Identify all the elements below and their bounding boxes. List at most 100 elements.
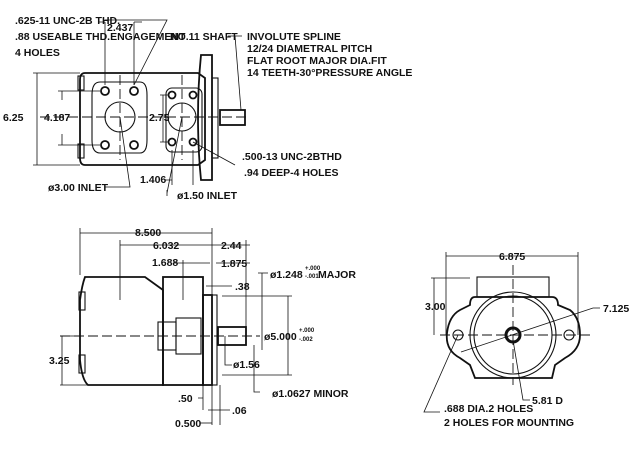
dim-244: 2.44 (221, 240, 242, 252)
dim-8500-line (79, 228, 213, 425)
pilot-line (222, 295, 292, 376)
dim-2437-line (98, 21, 142, 85)
note-line: -.002 (299, 337, 313, 343)
inlet-large-leader (105, 116, 131, 188)
dim-1875: 1.875 (221, 258, 247, 270)
dim-7125: 7.125 (603, 303, 629, 315)
dim-50: .50 (178, 393, 193, 405)
dim-6032: 6.032 (153, 240, 179, 252)
drawing-mark (100, 140, 110, 150)
end-view: 6.875 3.00 7.125 5.81 D .688 DIA.2 HOLES… (423, 251, 629, 429)
dim-625: 6.25 (3, 112, 24, 124)
dim-6875: 6.875 (499, 251, 525, 263)
dim-4187-line (58, 90, 100, 146)
note-line: 2 HOLES FOR MOUNTING (444, 417, 574, 429)
dim-325: 3.25 (49, 355, 70, 367)
top-body-outline (79, 72, 206, 166)
note-line: FLAT ROOT MAJOR DIA.FIT (247, 55, 387, 67)
dim-625-line (33, 72, 80, 166)
bolt-head (78, 291, 86, 311)
dim-4187: 4.187 (44, 112, 70, 124)
drawing-mark (129, 86, 139, 96)
note-line: +.000 (305, 266, 321, 272)
note-line: 12/24 DIAMETRAL PITCH (247, 43, 372, 55)
outlet-note: .500-13 UNC-2BTHD .94 DEEP-4 HOLES (242, 151, 342, 179)
dim-1688-line (174, 260, 250, 300)
dim-1406-line (165, 150, 194, 185)
note-line: ø5.000 (264, 331, 297, 343)
thread-note: .625-11 UNC-2B THD. .88 USEABLE THD.ENGA… (15, 15, 186, 59)
outlet-leader (192, 141, 236, 166)
dim-1688: 1.688 (152, 257, 178, 269)
dim-300-line (431, 277, 470, 335)
dim-50-line (198, 385, 204, 410)
inlet-large-label: ø3.00 INLET (48, 182, 109, 194)
dim-275: 2.75 (149, 112, 170, 124)
shaft-label: NO.11 SHAFT (170, 31, 238, 43)
dim-1406: 1.406 (140, 174, 166, 186)
drawing-mark (167, 137, 177, 147)
inlet-small-label: ø1.50 INLET (177, 190, 238, 202)
note-line: MAJOR (318, 269, 356, 281)
dim-06: .06 (232, 405, 247, 417)
side-flange (202, 294, 213, 386)
end-centerlines (440, 265, 590, 385)
dim-325-line (60, 335, 95, 386)
dim-581-line (512, 339, 530, 401)
dim-156-line (224, 336, 232, 366)
note-line: 14 TEETH-30°PRESSURE ANGLE (247, 67, 412, 79)
dim-2437: 2.437 (107, 22, 133, 34)
spline-shaft (219, 109, 246, 126)
major-line (258, 272, 268, 350)
drawing-mark (188, 137, 198, 147)
dim-06-line (208, 385, 230, 425)
thread-leader (105, 19, 168, 86)
inlet-plate (91, 81, 148, 154)
mount-note: .688 DIA.2 HOLES 2 HOLES FOR MOUNTING (444, 403, 574, 429)
dim-581: 5.81 D (532, 395, 563, 407)
outlet-plate (165, 87, 203, 153)
major-dia-label: ø1.248 +.000 -.001 MAJOR (270, 266, 356, 281)
minor-dia-label: ø1.0627 MINOR (272, 388, 349, 400)
dim-0500: 0.500 (175, 418, 201, 430)
note-line: .500-13 UNC-2BTHD (242, 151, 342, 163)
dim-7125-line (460, 307, 600, 353)
note-line: .688 DIA.2 HOLES (444, 403, 533, 415)
note-line: 4 HOLES (15, 47, 60, 59)
note-line: ø1.248 (270, 269, 303, 281)
dim-300: 3.00 (425, 301, 446, 313)
note-line: .625-11 UNC-2B THD. (15, 15, 120, 27)
mounting-flange (197, 54, 213, 181)
inlet-bolt-holes (100, 86, 139, 150)
drawing-mark (167, 90, 177, 100)
end-flange-outline (445, 296, 581, 379)
dim-38: .38 (235, 281, 250, 293)
top-view: 2.437 6.25 4.187 2.75 1.406 .625-11 UNC-… (3, 15, 412, 202)
outlet-bolt-holes (167, 90, 198, 147)
dim-275-line (160, 94, 168, 143)
note-line: .88 USEABLE THD.ENGAGEMENT (15, 31, 186, 43)
inlet-small-leader (166, 116, 183, 196)
side-body-rear (79, 276, 164, 386)
bolt-head (77, 75, 85, 91)
drawing-mark (100, 86, 110, 96)
dim-6875-line (445, 252, 579, 335)
bolt-head (77, 143, 85, 159)
spline-leader (228, 35, 242, 111)
dim-8500: 8.500 (135, 227, 161, 239)
note-line: INVOLUTE SPLINE (247, 31, 341, 43)
dim-6032-line (119, 240, 250, 330)
note-line: +.000 (299, 328, 315, 334)
bolt-head (78, 354, 86, 374)
drawing-mark (188, 90, 198, 100)
note-line: -.001 (305, 274, 319, 280)
minor-line (253, 345, 260, 393)
side-view: 8.500 6.032 2.44 1.688 1.875 .38 ø1.248 … (49, 227, 356, 430)
spline-note: INVOLUTE SPLINE 12/24 DIAMETRAL PITCH FL… (247, 31, 412, 79)
mount-hole-leader (423, 334, 459, 413)
dim-156: ø1.56 (233, 359, 260, 371)
drawing-mark (129, 140, 139, 150)
pilot-dia-label: ø5.000 +.000 -.002 (264, 328, 315, 343)
flange-pilot (211, 77, 219, 159)
